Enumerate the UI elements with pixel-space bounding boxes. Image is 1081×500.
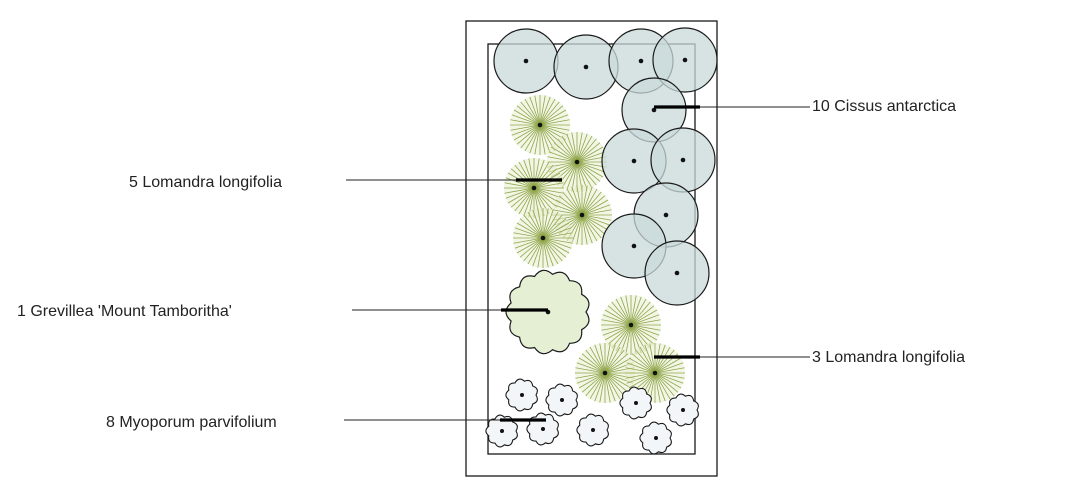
lomandra-plant: [575, 343, 635, 403]
leader-lines: [344, 105, 810, 422]
lomandra-plant: [504, 158, 564, 218]
label-lomandra-longifolia-3: 3 Lomandra longifolia: [812, 349, 965, 366]
lomandra-plant: [547, 132, 607, 192]
label-cissus-antarctica: 10 Cissus antarctica: [812, 98, 957, 115]
cissus-plant: [553, 34, 619, 100]
grevillea-plants: [505, 269, 590, 355]
myoporum-plant: [576, 413, 609, 447]
myoporum-plant: [619, 386, 652, 420]
label-myoporum-parvifolium: 8 Myoporum parvifolium: [106, 414, 277, 431]
grevillea-plant: [505, 269, 590, 355]
myoporum-plant: [666, 393, 699, 427]
lomandra-plant: [552, 185, 612, 245]
myoporum-plant: [639, 421, 672, 455]
cissus-plants: [493, 27, 718, 306]
myoporum-plant: [505, 378, 538, 412]
cissus-plant: [493, 28, 559, 94]
myoporum-plant: [526, 412, 559, 446]
cissus-plant: [644, 240, 710, 306]
label-lomandra-longifolia-5: 5 Lomandra longifolia: [129, 174, 282, 191]
myoporum-plant: [545, 383, 578, 417]
lomandra-plant: [513, 208, 573, 268]
cissus-plant: [650, 127, 716, 193]
label-grevillea-mount-tamboritha: 1 Grevillea 'Mount Tamboritha': [17, 303, 232, 320]
lomandra-plant: [601, 295, 661, 355]
myoporum-plants: [485, 378, 699, 455]
cissus-plant: [652, 27, 718, 93]
myoporum-plant: [485, 414, 518, 448]
lomandra-plants: [504, 95, 685, 403]
bed-outer-border: [465, 20, 718, 477]
